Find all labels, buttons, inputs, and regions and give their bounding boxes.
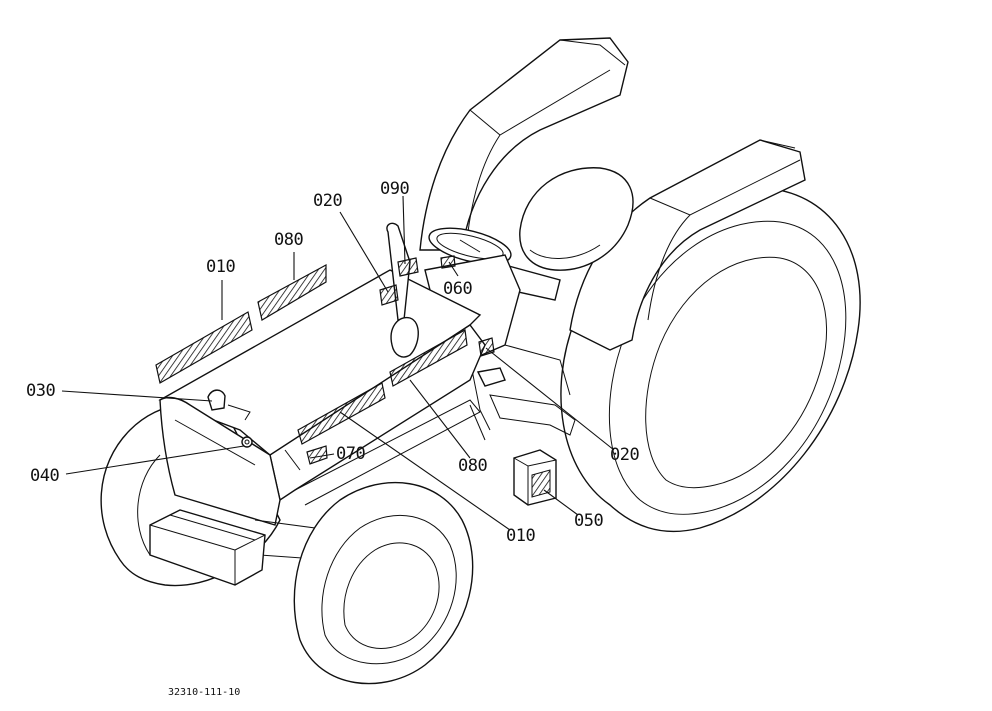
label-080-bottom: 080 <box>458 456 487 476</box>
label-040: 040 <box>30 466 59 486</box>
steering-wheel <box>428 227 512 265</box>
front-bumper <box>149 509 266 586</box>
label-010-top: 010 <box>206 257 235 277</box>
drawing-code: 32310-111-10 <box>168 687 240 698</box>
decal-020-hood-top <box>379 284 399 306</box>
label-050: 050 <box>574 511 603 531</box>
decal-070 <box>306 445 328 465</box>
decal-020-dash <box>478 337 495 357</box>
seat <box>499 167 634 301</box>
drawbar <box>469 367 576 441</box>
label-030: 030 <box>26 381 55 401</box>
label-010-bottom: 010 <box>506 526 535 546</box>
decal-010-detached <box>155 311 253 384</box>
leader-lines <box>61 195 615 531</box>
decal-090 <box>397 257 419 277</box>
decal-050-block <box>513 449 557 506</box>
label-020-right: 020 <box>610 445 639 465</box>
label-080-top: 080 <box>274 230 303 250</box>
gauge-plug <box>241 436 253 448</box>
decal-060 <box>440 255 456 269</box>
front-right-wheel <box>293 481 474 685</box>
right-fender <box>569 139 806 351</box>
label-020-top: 020 <box>313 191 342 211</box>
callout-labels: 010 080 020 090 060 030 040 070 080 010 … <box>26 179 640 698</box>
fuel-cap <box>207 389 251 421</box>
label-070: 070 <box>336 444 365 464</box>
decal-080-detached <box>257 263 327 321</box>
label-090: 090 <box>380 179 409 199</box>
decal-080-hood <box>389 329 468 387</box>
label-060: 060 <box>443 279 472 299</box>
